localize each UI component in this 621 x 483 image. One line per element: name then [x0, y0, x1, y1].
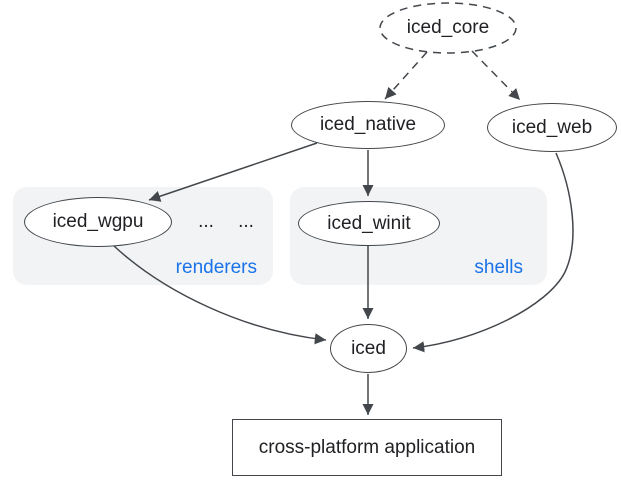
group-label-shells: shells — [474, 257, 523, 278]
node-iced-native: iced_native — [291, 101, 445, 149]
iced-core-ellipse-outline — [379, 2, 517, 54]
node-iced-wgpu: iced_wgpu — [24, 197, 172, 247]
node-cross-platform-application: cross-platform application — [232, 419, 502, 476]
shells-ellipsis: ... — [198, 211, 214, 232]
edge-wgpu-to-iced — [113, 245, 327, 345]
edge-native-to-wgpu — [148, 142, 318, 202]
edge-web-to-iced — [412, 152, 574, 353]
node-iced-winit: iced_winit — [298, 201, 440, 246]
edge-core-to-native — [384, 51, 428, 100]
node-iced-web: iced_web — [487, 103, 617, 152]
edge-core-to-web — [471, 50, 521, 101]
renderers-ellipsis: ... — [238, 211, 254, 232]
node-iced: iced — [330, 324, 407, 373]
group-label-renderers: renderers — [175, 257, 257, 278]
node-iced-core: iced_core — [406, 17, 490, 38]
